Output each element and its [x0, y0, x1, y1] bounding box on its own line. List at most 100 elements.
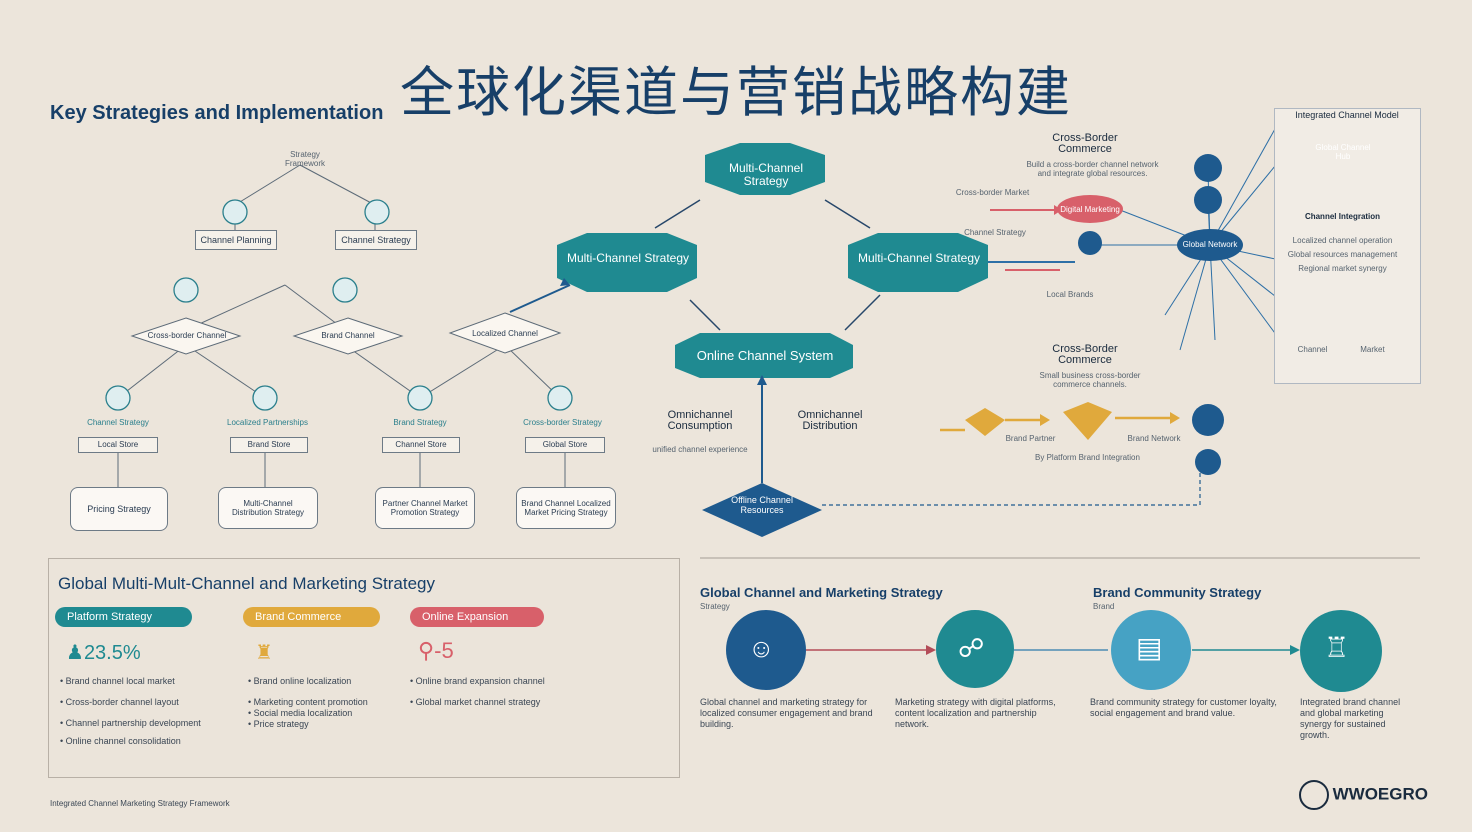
right-mid-label-1: Brand Partner — [1005, 434, 1056, 443]
side-panel-icon-label-2: Market — [1360, 345, 1385, 354]
hex-right-label: Multi-Channel Strategy — [857, 251, 981, 265]
col1-text-3: Channel partnership development — [65, 718, 201, 728]
logo-icon — [1298, 780, 1329, 810]
col2-text-3: Social media localization — [253, 708, 353, 718]
col2-text-2: Marketing content promotion — [253, 697, 368, 707]
tree-leaf-box-2: Brand Store — [230, 437, 308, 453]
col2-text-1: Brand online localization — [253, 676, 352, 686]
tree-bottom-box-2: Multi-Channel Distribution Strategy — [218, 487, 318, 529]
stat-online-value: -5 — [434, 638, 454, 663]
tree-bottom-box-4: Brand Channel Localized Market Pricing S… — [516, 487, 616, 529]
bottom-right-left-sub: Strategy — [700, 602, 730, 611]
omni-consumption-caption: Omnichannel Consumption — [667, 409, 733, 432]
team-icon — [726, 610, 806, 690]
building-glyph: ♖ — [1324, 632, 1350, 663]
tree-leaf-box-3: Channel Store — [382, 437, 460, 453]
logo-text: WWOEGRO — [1332, 784, 1428, 804]
tree-leaf-box-4: Global Store — [525, 437, 605, 453]
col1-text-1: Brand channel local market — [65, 676, 175, 686]
bottom-left-panel — [48, 558, 680, 778]
right-top-label-4: Local Brands — [1046, 290, 1094, 299]
right-top-desc: Build a cross-border channel network and… — [1026, 160, 1159, 178]
network-icon — [936, 610, 1014, 688]
tree-diamond-2: Brand Channel — [321, 331, 375, 340]
col1-item-3: • Channel partnership development — [60, 718, 201, 728]
pill-online: Online Expansion — [410, 607, 544, 627]
right-top-label-1: Cross-border Market — [955, 188, 1030, 197]
right-mid-label-2: Brand Network — [1127, 434, 1181, 443]
side-panel-mid-title: Channel Integration — [1304, 212, 1381, 221]
document-icon — [1111, 610, 1191, 690]
tree-leaf-label-2: Localized Partnerships — [227, 418, 308, 427]
col1-item-2: • Cross-border channel layout — [60, 697, 179, 707]
hex-center-label: Online Channel System — [696, 348, 834, 363]
tree-leaf-box-1: Local Store — [78, 437, 158, 453]
tree-diamond-3: Localized Channel — [472, 329, 538, 338]
right-mid-title: Cross-Border Commerce — [1052, 343, 1118, 366]
tree-leaf-label-1: Channel Strategy — [87, 418, 149, 427]
col1-item-1: • Brand channel local market — [60, 676, 175, 686]
tree-bottom-box-3: Partner Channel Market Promotion Strateg… — [375, 487, 475, 529]
team-glyph: ☺ — [748, 633, 775, 663]
hex-top-label: Multi-Channel Strategy — [728, 161, 804, 188]
hex-left-label: Multi-Channel Strategy — [566, 251, 690, 265]
col3-item-2: • Global market channel strategy — [410, 697, 541, 707]
right-top-title: Cross-Border Commerce — [1052, 132, 1118, 155]
side-panel-title: Integrated Channel Model — [1295, 110, 1399, 120]
bottom-right-desc-2: Marketing strategy with digital platform… — [895, 697, 1056, 729]
side-panel-mid-line-3: Regional market synergy — [1298, 264, 1387, 273]
footer-text: Integrated Channel Marketing Strategy Fr… — [50, 799, 230, 808]
tree-diamond-1: Cross-border Channel — [147, 331, 227, 340]
side-panel — [1274, 108, 1421, 384]
document-glyph: ▤ — [1136, 632, 1163, 663]
col3-text-2: Global market channel strategy — [415, 697, 541, 707]
right-top-label-3: Digital Marketing — [1060, 205, 1120, 214]
bottom-right-desc-3: Brand community strategy for customer lo… — [1090, 697, 1277, 718]
bottom-right-right-title: Brand Community Strategy — [1093, 585, 1262, 600]
brand-logo: WWOEGRO — [1298, 780, 1428, 810]
col1-item-4: • Online channel consolidation — [60, 736, 181, 746]
bottom-right-right-sub: Brand — [1093, 602, 1115, 611]
bottom-left-title: Global Multi-Mult-Channel and Marketing … — [58, 574, 436, 593]
pill-platform: Platform Strategy — [55, 607, 192, 627]
col2-item-4: • Price strategy — [248, 719, 309, 729]
user-icon: ♟ — [66, 642, 84, 664]
col3-item-1: • Online brand expansion channel — [410, 676, 545, 686]
side-panel-icon-label-1: Channel — [1297, 345, 1328, 354]
building-icon — [1300, 610, 1382, 692]
col1-text-2: Cross-border channel layout — [65, 697, 179, 707]
col2-item-2: • Marketing content promotion — [248, 697, 368, 707]
tree-leaf-label-4: Cross-border Strategy — [523, 418, 602, 427]
side-panel-top-box: Global Channel Hub — [1315, 143, 1371, 161]
stat-platform-value: 23.5% — [83, 642, 141, 664]
col1-text-4: Online channel consolidation — [65, 736, 181, 746]
brand-icon: ♜ — [255, 642, 273, 664]
network-glyph: ☍ — [958, 633, 985, 663]
page-subtitle: Key Strategies and Implementation — [50, 102, 384, 124]
tree-leaf-label-3: Brand Strategy — [393, 418, 447, 427]
col2-text-4: Price strategy — [253, 719, 309, 729]
bulb-icon: ⚲ — [418, 638, 435, 663]
tree-root-label: Strategy Framework — [284, 150, 325, 168]
bottom-right-desc-4: Integrated brand channel and global mark… — [1300, 697, 1401, 740]
right-mid-desc: Small business cross-border commerce cha… — [1039, 371, 1141, 389]
stat-online: ⚲-5 — [418, 638, 454, 664]
hex-bottom-label: Offline Channel Resources — [731, 495, 793, 515]
right-top-hub: Global Network — [1182, 240, 1238, 249]
omni-distribution-caption: Omnichannel Distribution — [797, 409, 863, 432]
side-panel-mid-line-1: Localized channel operation — [1292, 236, 1393, 245]
tree-bottom-box-1: Pricing Strategy — [70, 487, 168, 531]
omni-consumption-sub: unified channel experience — [652, 445, 748, 454]
right-top-label-2: Channel Strategy — [964, 228, 1026, 237]
side-panel-mid-line-2: Global resources management — [1287, 250, 1398, 259]
bottom-right-desc-1: Global channel and marketing strategy fo… — [700, 697, 873, 729]
col2-item-3: • Social media localization — [248, 708, 353, 718]
col3-text-1: Online brand expansion channel — [415, 676, 545, 686]
tree-mid-box-1: Channel Planning — [195, 230, 277, 250]
pill-brand: Brand Commerce — [243, 607, 380, 627]
bottom-right-left-title: Global Channel and Marketing Strategy — [700, 585, 943, 600]
stat-platform: ♟23.5% — [66, 640, 141, 665]
right-mid-label-3: By Platform Brand Integration — [1035, 453, 1140, 462]
tree-mid-box-2: Channel Strategy — [335, 230, 417, 250]
col2-item-1: • Brand online localization — [248, 676, 352, 686]
